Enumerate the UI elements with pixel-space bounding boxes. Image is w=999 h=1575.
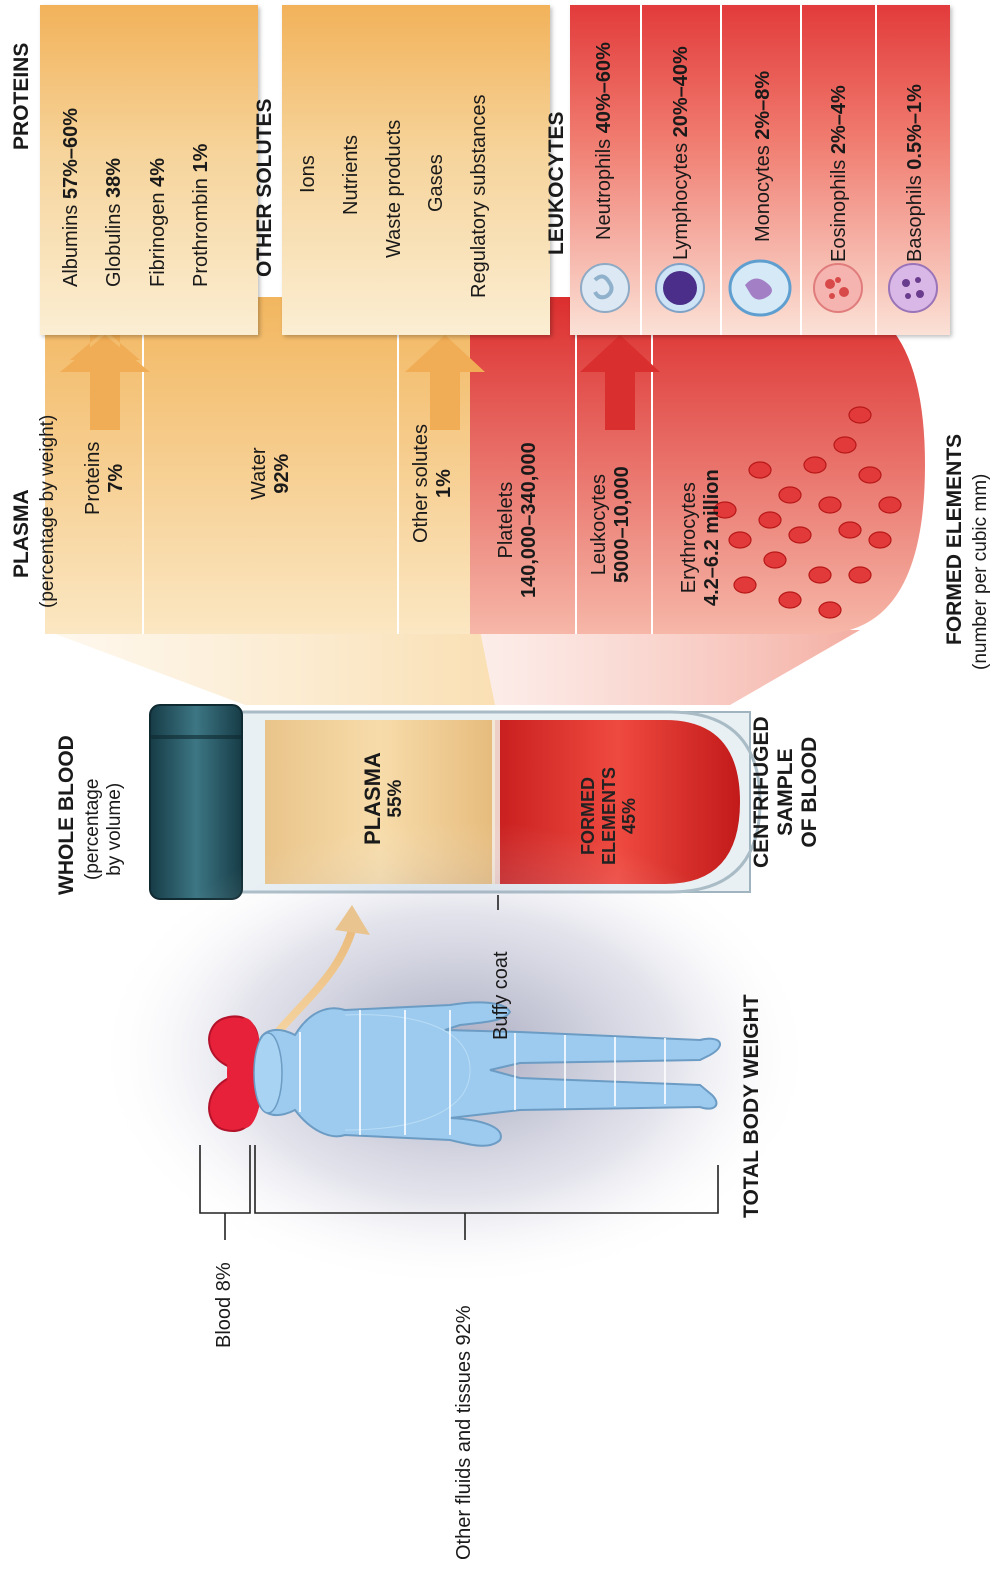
plasma-column-subtitle: (percentage by weight) [37, 415, 59, 608]
proteins-title: PROTEINS [10, 43, 34, 150]
solute-item: Regulatory substances [468, 95, 491, 298]
plasma-funnel [45, 630, 495, 705]
formed-elements-subtitle: (number per cubic mm) [970, 474, 992, 670]
protein-item: Fibrinogen 4% [147, 158, 170, 287]
lymphocyte-cell-icon [656, 264, 704, 312]
solute-item: Waste products [383, 120, 406, 258]
solute-item: Nutrients [340, 135, 363, 215]
leukocytes-title: LEUKOCYTES [545, 111, 569, 255]
other-fluids-percentage-label: Other fluids and tissues 92% [453, 1305, 476, 1560]
formed-funnel [480, 630, 860, 705]
whole-blood-title: WHOLE BLOOD [55, 735, 79, 895]
other-solutes-title: OTHER SOLUTES [253, 98, 277, 277]
neutrophil-cell-icon [581, 264, 629, 312]
leukocyte-item: Lymphocytes 20%–40% [670, 46, 693, 260]
buffy-coat-label: Buffy coat [490, 951, 513, 1040]
protein-item: Prothrombin 1% [190, 144, 213, 287]
leukocyte-item: Basophils 0.5%–1% [904, 84, 927, 262]
leukocyte-cells [570, 250, 950, 330]
other-solutes-box [282, 5, 550, 335]
blood-percentage-label: Blood 8% [213, 1262, 236, 1348]
basophil-cell-icon [889, 264, 937, 312]
protein-item: Globulins 38% [103, 158, 126, 287]
protein-item: Albumins 57%–60% [60, 108, 83, 287]
leukocyte-item: Monocytes 2%–8% [752, 71, 775, 242]
leukocyte-item: Neutrophils 40%–60% [593, 42, 616, 240]
leukocyte-item: Eosinophils 2%–4% [828, 85, 851, 262]
formed-elements-title: FORMED ELEMENTS [943, 434, 967, 645]
solute-item: Gases [425, 154, 448, 212]
solute-item: Ions [297, 155, 320, 193]
total-body-weight-title: TOTAL BODY WEIGHT [740, 994, 764, 1218]
plasma-column-title: PLASMA [10, 489, 34, 578]
eosinophil-cell-icon [814, 264, 862, 312]
monocyte-cell-icon [730, 261, 790, 315]
